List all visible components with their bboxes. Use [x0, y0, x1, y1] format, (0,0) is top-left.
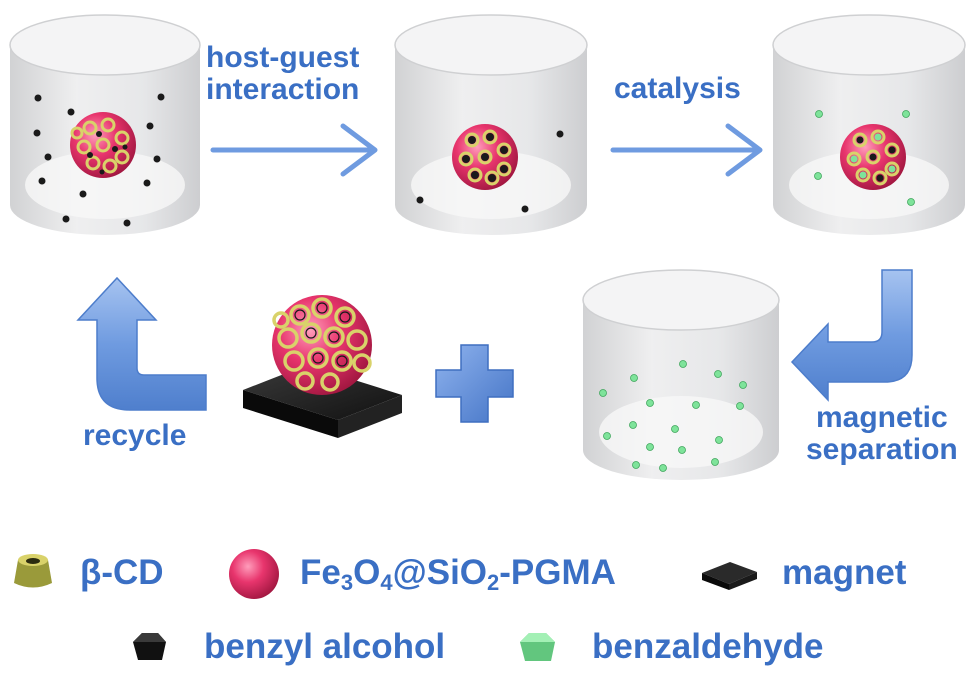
arrow-magnetic-separation [790, 269, 913, 402]
legend-magnet: magnet [782, 553, 907, 592]
benzaldehyde-icon [520, 633, 555, 661]
beaker-4 [582, 269, 780, 480]
benzyl-alcohol-dots-1 [33, 93, 165, 227]
nanoparticle-1 [70, 112, 136, 178]
benzaldehyde-dots-4 [599, 360, 747, 472]
label-magnetic-separation: magnetic separation [806, 402, 958, 465]
benzyl-alcohol-dots-2 [416, 130, 564, 213]
plus-icon [435, 344, 514, 423]
arrow-host-guest [210, 123, 378, 177]
label-magnetic-line2: separation [806, 432, 958, 466]
legend-composite-b: O [353, 553, 381, 592]
benzyl-alcohol-icon [133, 633, 166, 660]
magnet-with-nanoparticle [243, 295, 402, 438]
legend-composite: Fe3O4@SiO2-PGMA [300, 553, 616, 596]
label-host-guest-line1: host-guest [206, 41, 360, 74]
label-host-guest-line2: interaction [206, 72, 360, 106]
legend-composite-d: -PGMA [499, 553, 616, 592]
legend-composite-a-sub: 3 [340, 570, 354, 595]
legend-composite-c-sub: 2 [487, 570, 500, 595]
legend-beta-cd: β-CD [80, 553, 164, 592]
arrow-catalysis [610, 123, 763, 177]
arrow-recycle [76, 276, 207, 411]
legend-composite-c: @SiO [392, 553, 488, 592]
legend-composite-b-sub: 4 [380, 570, 393, 595]
magnet-icon [702, 562, 757, 590]
nanoparticle-3 [840, 124, 906, 190]
beta-cd-icon [14, 554, 52, 588]
label-recycle: recycle [83, 419, 187, 452]
label-host-guest: host-guest interaction [206, 42, 359, 105]
label-catalysis: catalysis [614, 72, 741, 105]
legend-composite-a: Fe [300, 553, 341, 592]
label-magnetic-line1: magnetic [816, 401, 948, 434]
legend-benzaldehyde: benzaldehyde [592, 627, 824, 666]
nanoparticle-2 [452, 124, 518, 190]
benzaldehyde-dots-3 [814, 110, 915, 206]
legend-benzyl-alcohol: benzyl alcohol [204, 627, 446, 666]
composite-sphere-icon [229, 549, 279, 599]
